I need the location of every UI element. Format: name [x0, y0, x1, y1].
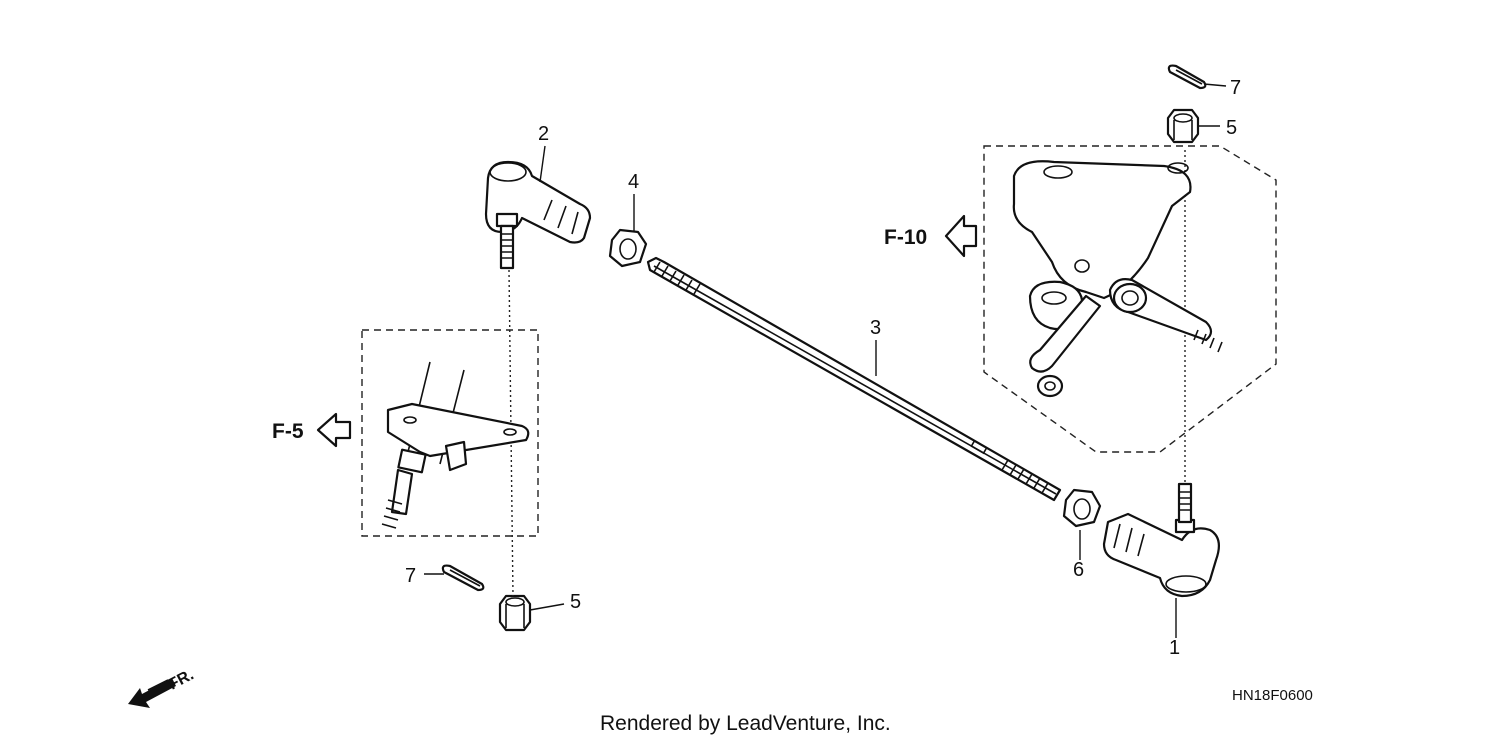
reference-f5[interactable]: F-5 — [272, 420, 304, 443]
reference-f10[interactable]: F-10 — [884, 226, 927, 249]
hex-nut-6[interactable] — [1062, 488, 1102, 528]
render-credit: Rendered by LeadVenture, Inc. — [600, 712, 891, 735]
callout-3: 3 — [870, 317, 881, 339]
callout-7-upper: 7 — [1230, 77, 1241, 99]
callout-4: 4 — [628, 171, 639, 193]
castle-nut-5-lower[interactable] — [498, 594, 532, 632]
shaft-reference-box — [361, 329, 539, 537]
drawing-code: HN18F0600 — [1232, 687, 1313, 704]
callout-5-upper: 5 — [1226, 117, 1237, 139]
tie-rod[interactable] — [646, 256, 1062, 502]
f10-reference-arrow-icon — [944, 214, 978, 258]
leader-2 — [539, 145, 546, 183]
leader-7-upper — [1203, 83, 1227, 87]
steering-knuckle — [1012, 160, 1223, 398]
leader-5-lower — [529, 603, 565, 611]
front-direction-arrow-icon — [128, 678, 176, 708]
callout-1: 1 — [1169, 637, 1180, 659]
callout-2: 2 — [538, 123, 549, 145]
steering-shaft-arm — [381, 361, 530, 529]
tie-rod-end-1[interactable] — [1102, 482, 1221, 598]
callout-5-lower: 5 — [570, 591, 581, 613]
cotter-pin-7-upper[interactable] — [1167, 64, 1207, 90]
callout-6: 6 — [1073, 559, 1084, 581]
cotter-pin-7-lower[interactable] — [441, 564, 485, 592]
tie-rod-end-2[interactable] — [484, 160, 592, 270]
callout-7-lower: 7 — [405, 565, 416, 587]
knuckle-reference-box — [983, 145, 1277, 453]
hex-nut-4[interactable] — [608, 228, 648, 268]
f5-reference-arrow-icon — [316, 412, 352, 448]
castle-nut-5-upper[interactable] — [1166, 108, 1200, 144]
assembly-line-left — [508, 269, 514, 597]
front-marker-label: FR. — [166, 666, 197, 693]
